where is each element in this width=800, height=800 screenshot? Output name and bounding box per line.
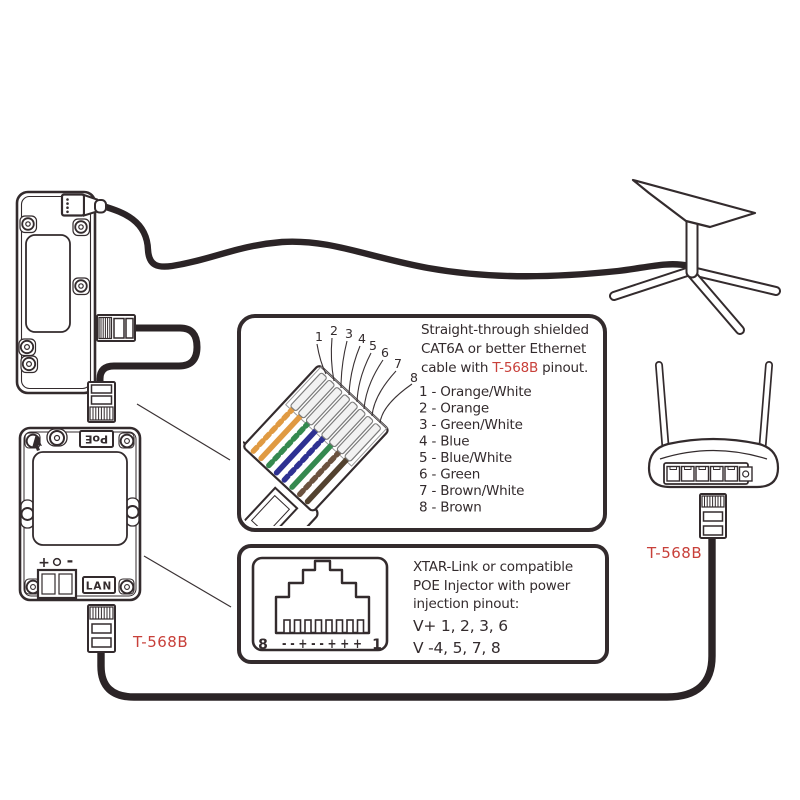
pin-number-6: 6 [381, 345, 389, 360]
adapter-screws [18, 215, 91, 374]
rj45-plug-router [699, 493, 727, 539]
cable-title-line2: CAT6A or better Ethernet [421, 341, 586, 357]
patch-loop-cable [96, 324, 201, 385]
poe-injector: PoE + - LAN [18, 426, 142, 602]
jack-polarity-row: - - + - - + + + [282, 637, 362, 652]
pin-list-item-3: 3 - Green/White [419, 417, 523, 433]
router-power-jack [738, 466, 753, 482]
adapter-panel [25, 234, 71, 333]
lan-port-label-box [82, 576, 116, 594]
cable-title-line3-standard: T-568B [491, 360, 538, 376]
wiring-standard-label-left: T-568B [132, 633, 188, 651]
injector-line3: injection pinout: [413, 596, 519, 612]
cable-title-line3: cable with T-568B pinout. [421, 360, 588, 376]
callout-cable-pinout: 1 2 3 4 5 6 7 8 Straight-through shielde… [237, 314, 607, 532]
injector-line2: POE Injector with power [413, 578, 571, 594]
injector-panel [32, 451, 128, 546]
leader-line-injector-callout [143, 555, 232, 608]
pin-list-item-1: 1 - Orange/White [419, 384, 532, 400]
pin-number-2: 2 [330, 323, 338, 338]
pin-number-7: 7 [394, 356, 402, 371]
satellite-dish [609, 178, 781, 335]
polarity-dot [52, 557, 62, 567]
injector-vminus: V -4, 5, 7, 8 [413, 639, 501, 657]
leader-line-cable-callout [136, 403, 231, 461]
minus-mark: - [67, 551, 74, 570]
pin-list-item-5: 5 - Blue/White [419, 450, 512, 466]
pin-number-4: 4 [358, 331, 366, 346]
cable-title-line1: Straight-through shielded [421, 322, 589, 338]
pin-list-item-8: 8 - Brown [419, 500, 482, 516]
cable-callout-text: Straight-through shielded CAT6A or bette… [419, 322, 589, 516]
cable-title-line3-pre: cable with [421, 360, 492, 376]
arrow-mark [32, 434, 42, 451]
jack-pin8-label: 8 [258, 637, 268, 653]
poe-port-label-box [79, 430, 114, 448]
lan-port-label: LAN [86, 581, 113, 593]
callout-injector-pinout: 8 - - + - - + + + 1 XTAR-Link or compati… [237, 544, 609, 664]
starlink-adapter [15, 190, 107, 395]
dish-tripod [609, 266, 781, 335]
pin-number-5: 5 [369, 338, 377, 353]
wiring-standard-label-right: T-568B [646, 544, 702, 562]
dish-panel [631, 178, 757, 229]
pin-list-item-7: 7 - Brown/White [419, 483, 524, 499]
poe-port-label: PoE [85, 433, 108, 446]
injector-vplus: V+ 1, 2, 3, 6 [413, 617, 508, 635]
plus-mark: + [38, 555, 50, 571]
rj45-plug-drawing [243, 365, 389, 526]
pin-number-3: 3 [345, 326, 353, 341]
pin-list-item-6: 6 - Green [419, 467, 480, 483]
pin-number-8: 8 [410, 370, 418, 385]
rj45-plug-poe [87, 381, 116, 423]
dish-cable [99, 202, 693, 280]
cable-title-line3-post: pinout. [538, 360, 588, 376]
router-ethernet-ports [666, 465, 739, 482]
terminal-block [36, 568, 78, 600]
pin-number-leaders [316, 337, 413, 424]
rj45-plug-adapter [96, 314, 136, 342]
injector-callout-text: XTAR-Link or compatible POE Injector wit… [413, 559, 573, 657]
jack-pin1-label: 1 [372, 637, 382, 653]
pin-list-item-4: 4 - Blue [419, 434, 469, 450]
pin-numbers: 1 2 3 4 5 6 7 8 [315, 323, 418, 385]
adapter-cable-connector [60, 193, 107, 217]
pin-number-1: 1 [315, 329, 323, 344]
rj45-jack-drawing [251, 556, 389, 652]
injector-line1: XTAR-Link or compatible [413, 559, 573, 575]
lan-to-router-cable [97, 533, 716, 701]
pin-list-item-2: 2 - Orange [419, 401, 489, 417]
rj45-plug-lan [87, 604, 116, 653]
router [647, 361, 780, 489]
